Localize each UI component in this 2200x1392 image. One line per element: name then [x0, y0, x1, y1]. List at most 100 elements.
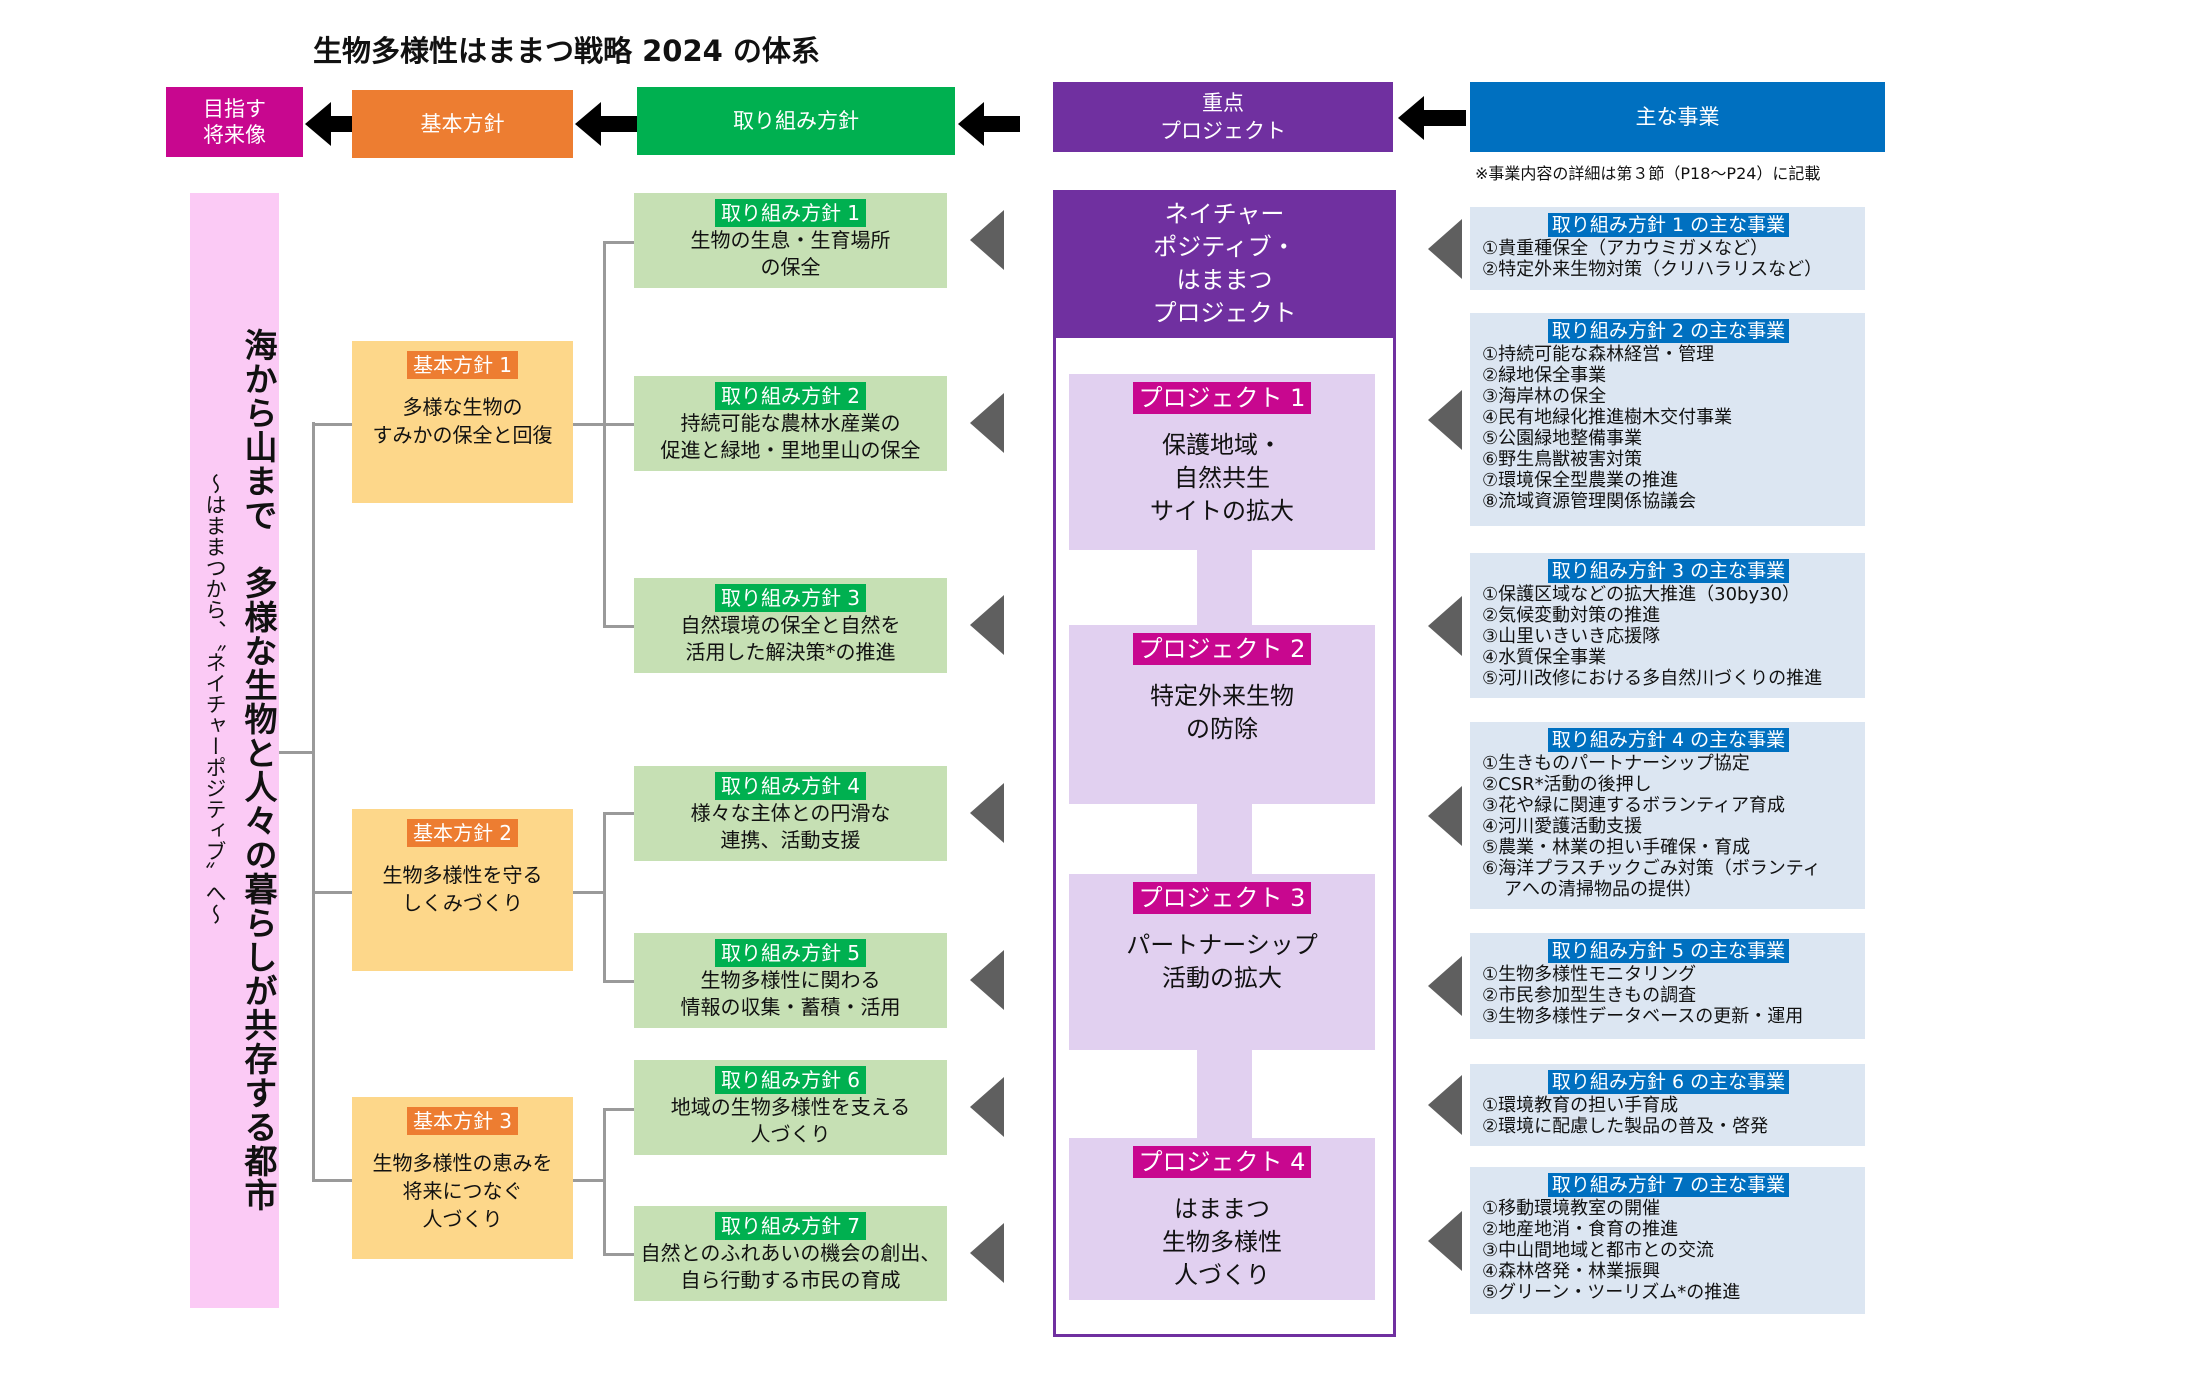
- business-item: アへの清掃物品の提供）: [1504, 879, 1702, 900]
- project-text: 特定外来生物 の防除: [1150, 682, 1294, 743]
- business-tag: 取り組み方針 6 の主な事業: [1547, 1070, 1790, 1094]
- business-item: ①移動環境教室の開催: [1482, 1198, 1661, 1219]
- left-triangle-icon: [970, 595, 1004, 655]
- business-item: ④水質保全事業: [1482, 647, 1607, 668]
- project-connector: [1197, 550, 1252, 625]
- connector-line: [312, 422, 315, 1180]
- business-item: ③山里いきいき応援隊: [1482, 626, 1661, 647]
- left-triangle-icon: [1428, 218, 1462, 279]
- business-tag: 取り組み方針 4 の主な事業: [1547, 728, 1790, 752]
- left-triangle-icon: [1428, 1210, 1462, 1271]
- business-tag: 取り組み方針 7 の主な事業: [1547, 1173, 1790, 1197]
- business-item: ①生きものパートナーシップ協定: [1482, 753, 1750, 774]
- business-item: ③花や緑に関連するボランティア育成: [1482, 795, 1786, 816]
- basic-policy-tag: 基本方針 1: [406, 351, 519, 379]
- business-item: ①保護区域などの拡大推進（30by30）: [1482, 584, 1801, 605]
- connector-line: [603, 1108, 606, 1256]
- business-item: ⑤農業・林業の担い手確保・育成: [1482, 837, 1751, 858]
- project-tag: プロジェクト 3: [1132, 882, 1312, 914]
- connector-line: [603, 241, 634, 244]
- business-item: ③海岸林の保全: [1482, 386, 1607, 407]
- connector-line: [603, 625, 634, 628]
- left-triangle-icon: [1428, 785, 1462, 846]
- business-item: ②緑地保全事業: [1482, 365, 1607, 386]
- policy-text: 自然とのふれあいの機会の創出、 自ら行動する市民の育成: [640, 1241, 941, 1292]
- policy-text: 様々な主体との円滑な 連携、活動支援: [690, 801, 891, 852]
- business-item: ①貴重種保全（アカウミガメなど）: [1482, 238, 1769, 259]
- business-item: ③生物多様性データベースの更新・運用: [1482, 1006, 1804, 1027]
- connector-line: [603, 1253, 634, 1256]
- business-item: ②特定外来生物対策（クリハラリスなど）: [1482, 259, 1823, 280]
- diagram-title: 生物多様性はままつ戦略 2024 の体系: [313, 34, 820, 68]
- business-item: ①環境教育の担い手育成: [1482, 1095, 1679, 1116]
- header-vision: 目指す 将来像: [166, 87, 303, 157]
- basic-policy-tag: 基本方針 2: [406, 819, 519, 847]
- business-item: ⑧流域資源管理関係協議会: [1482, 491, 1697, 512]
- left-triangle-icon: [970, 950, 1004, 1010]
- header-policy: 取り組み方針: [637, 87, 955, 155]
- header-basic-policy: 基本方針: [352, 90, 573, 158]
- business-item: ④民有地緑化推進樹木交付事業: [1482, 407, 1733, 428]
- business-item: ②環境に配慮した製品の普及・啓発: [1482, 1116, 1769, 1137]
- business-item: ①生物多様性モニタリング: [1482, 964, 1697, 985]
- left-triangle-icon: [970, 1077, 1004, 1137]
- project-header: ネイチャー ポジティブ・ はままつ プロジェクト: [1053, 190, 1396, 338]
- basic-policy-text: 生物多様性の恵みを 将来につなぐ 人づくり: [372, 1151, 553, 1231]
- policy-text: 自然環境の保全と自然を 活用した解決策*の推進: [680, 613, 901, 664]
- project-connector: [1197, 1050, 1252, 1138]
- business-tag: 取り組み方針 3 の主な事業: [1547, 559, 1790, 583]
- left-triangle-icon: [970, 393, 1004, 453]
- business-item: ④森林啓発・林業振興: [1482, 1261, 1661, 1282]
- left-triangle-icon: [970, 1223, 1004, 1283]
- business-item: ④河川愛護活動支援: [1482, 816, 1643, 837]
- policy-tag: 取り組み方針 5: [714, 939, 867, 967]
- details-note: ※事業内容の詳細は第３節（P18～P24）に記載: [1475, 164, 1821, 183]
- policy-text: 地域の生物多様性を支える 人づくり: [670, 1095, 911, 1146]
- policy-tag: 取り組み方針 4: [714, 772, 867, 800]
- left-triangle-icon: [970, 783, 1004, 843]
- business-item: ②CSR*活動の後押し: [1482, 774, 1652, 795]
- vision-sub-text: ～はままつから、〝ネイチャーポジティブ〟へ～: [203, 473, 227, 925]
- project-text: 保護地域・ 自然共生 サイトの拡大: [1150, 431, 1294, 525]
- business-tag: 取り組み方針 1 の主な事業: [1547, 213, 1790, 237]
- basic-policy-box: 基本方針 1 多様な生物の すみかの保全と回復: [352, 341, 573, 503]
- connector-line: [312, 423, 352, 426]
- vision-box: 海から山まで 多様な生物と人々の暮らしが共存する都市 ～はままつから、〝ネイチャ…: [190, 193, 279, 1308]
- connector-line: [312, 891, 352, 894]
- business-item: ②地産地消・食育の推進: [1482, 1219, 1679, 1240]
- business-item: ⑤グリーン・ツーリズム*の推進: [1482, 1282, 1741, 1303]
- business-item: ①持続可能な森林経営・管理: [1482, 344, 1715, 365]
- connector-line: [603, 812, 634, 815]
- left-triangle-icon: [1428, 595, 1462, 656]
- basic-policy-text: 多様な生物の すみかの保全と回復: [372, 395, 553, 447]
- business-item: ③中山間地域と都市との交流: [1482, 1240, 1714, 1261]
- business-item: ⑤公園緑地整備事業: [1482, 428, 1643, 449]
- connector-line: [573, 423, 604, 426]
- policy-tag: 取り組み方針 6: [714, 1066, 867, 1094]
- connector-line: [312, 1179, 352, 1182]
- header-priority-project: 重点 プロジェクト: [1053, 82, 1393, 152]
- policy-text: 持続可能な農林水産業の 促進と緑地・里地里山の保全: [660, 411, 921, 462]
- connector-line: [603, 423, 634, 426]
- policy-text: 生物多様性に関わる 情報の収集・蓄積・活用: [680, 968, 901, 1019]
- project-tag: プロジェクト 4: [1132, 1146, 1312, 1178]
- project-tag: プロジェクト 1: [1132, 382, 1312, 414]
- policy-text: 生物の生息・生育場所 の保全: [690, 228, 891, 279]
- connector-line: [279, 751, 313, 754]
- left-triangle-icon: [1428, 1075, 1462, 1135]
- business-item: ②気候変動対策の推進: [1482, 605, 1661, 626]
